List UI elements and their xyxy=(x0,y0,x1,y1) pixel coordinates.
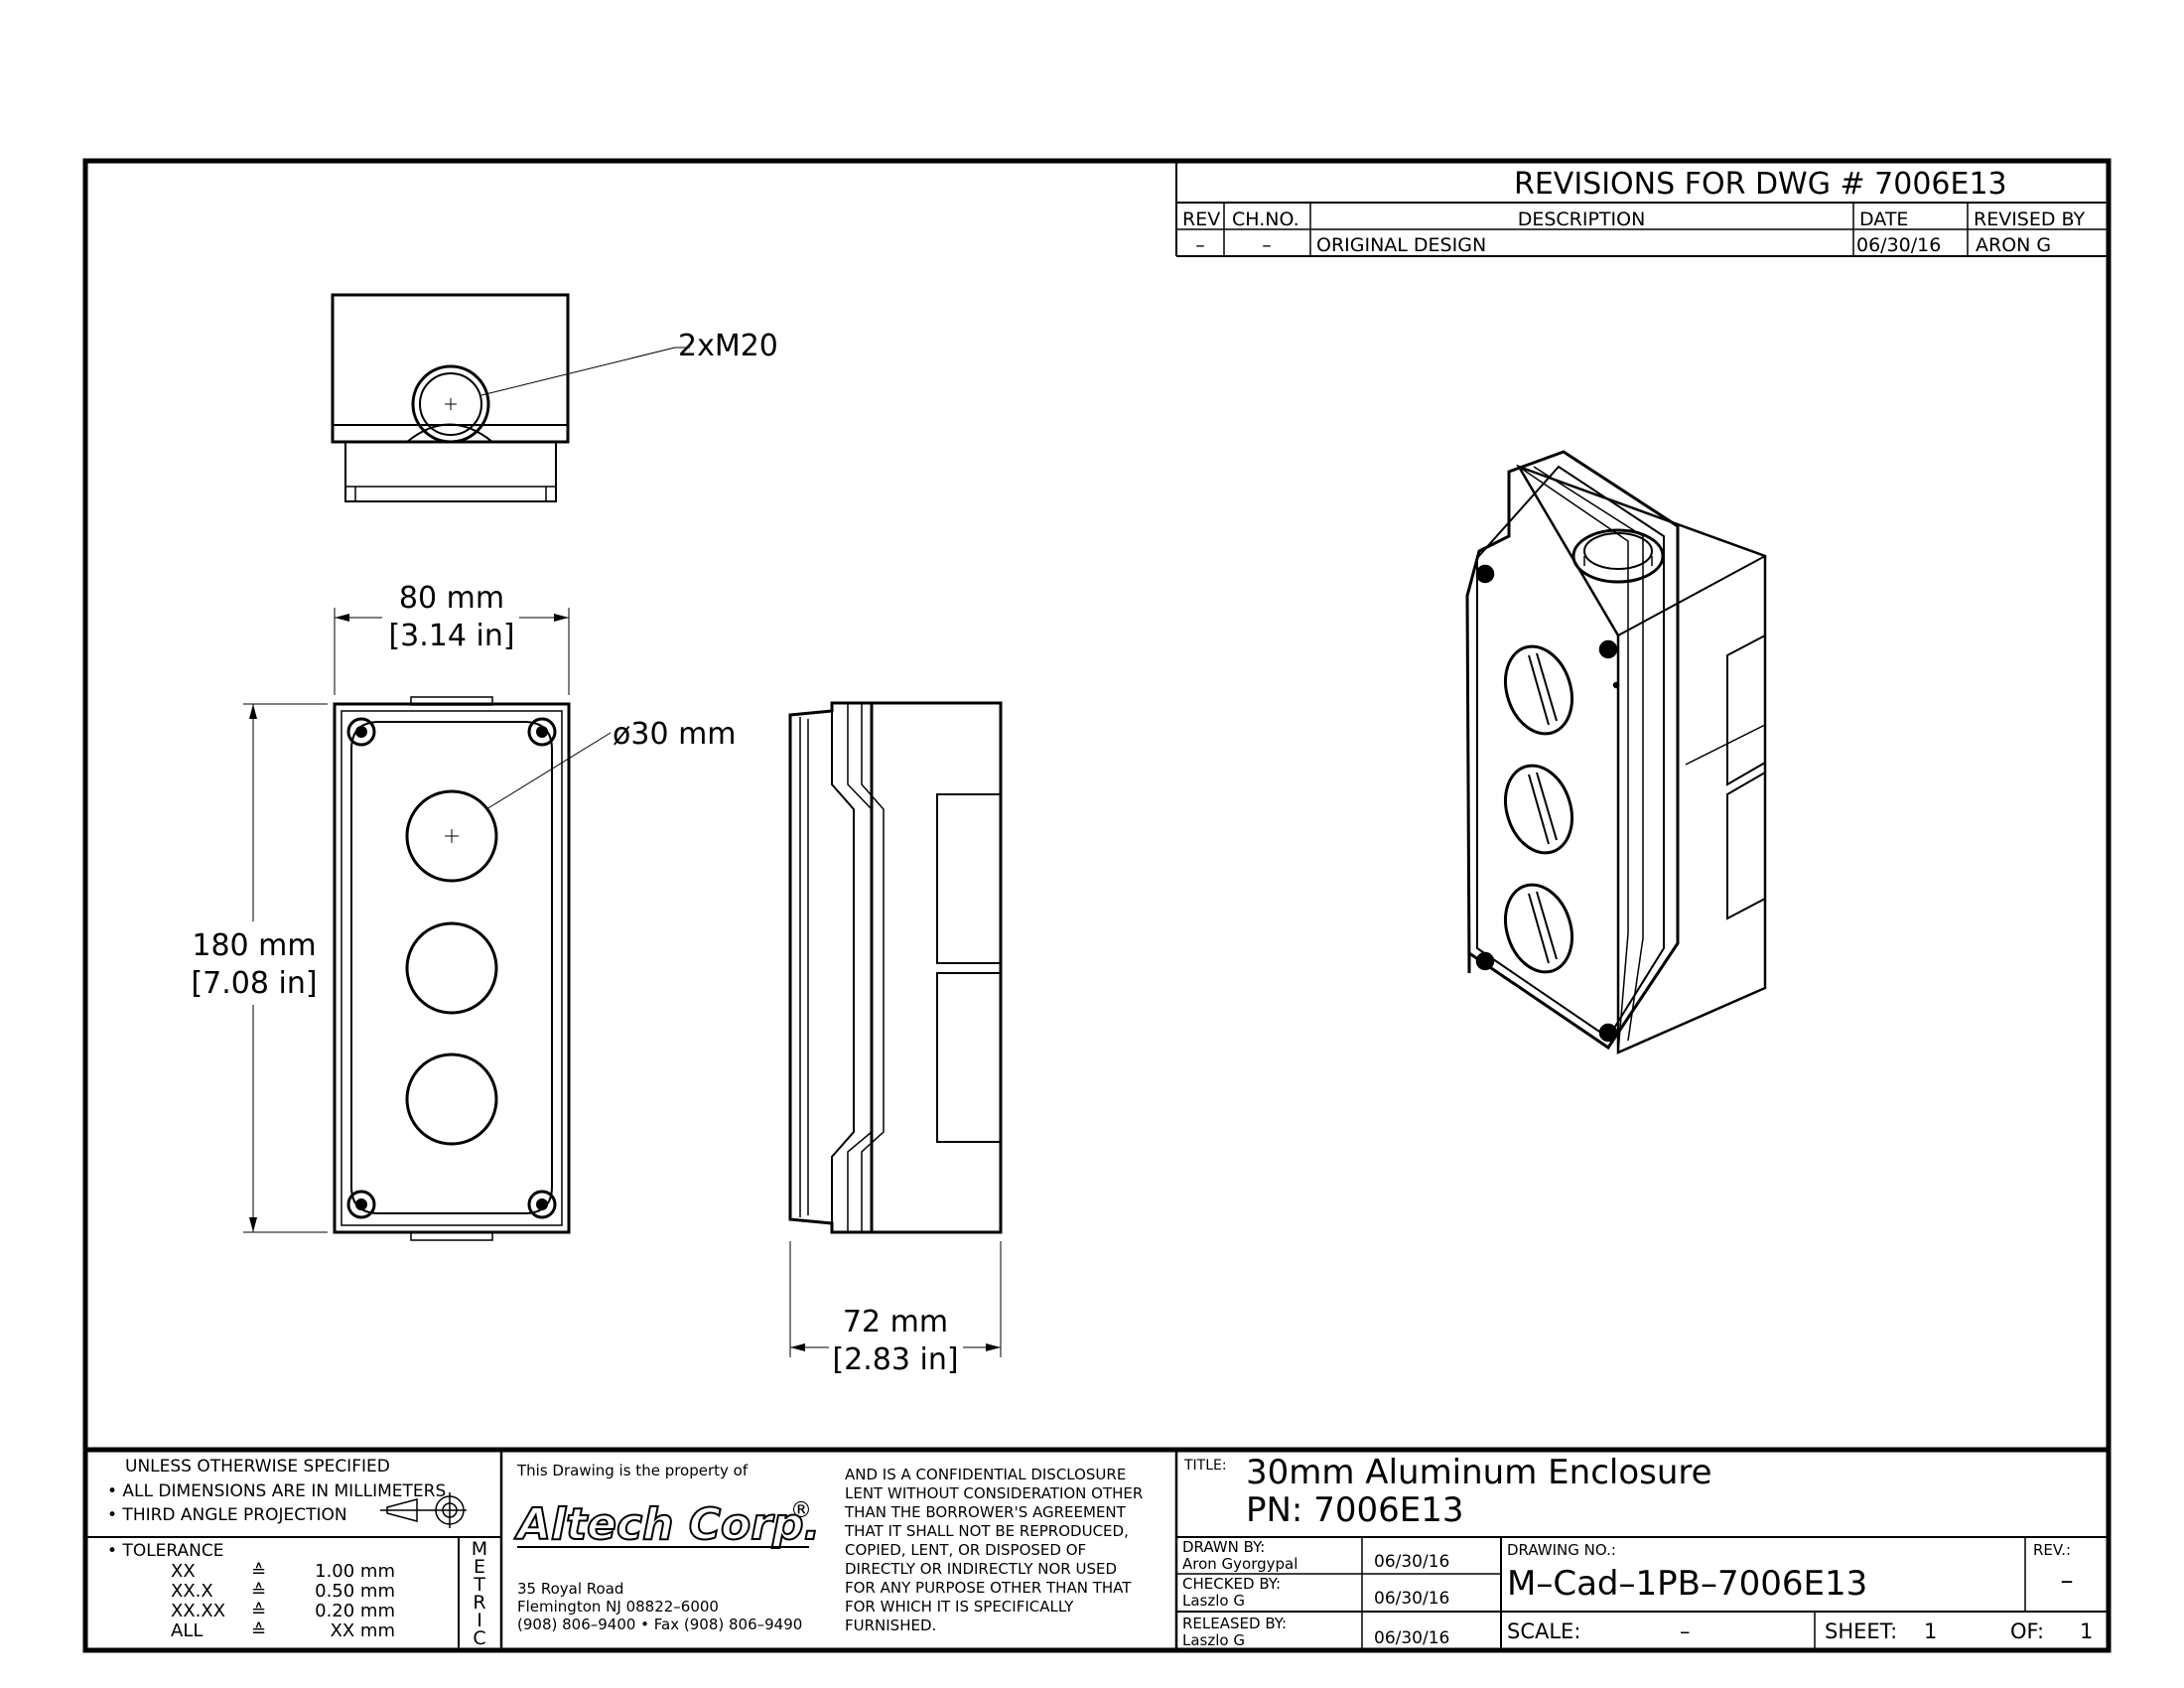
description-header: DESCRIPTION xyxy=(1518,209,1646,230)
title-block-grid xyxy=(85,1447,2109,1650)
disclosure-line: FURNISHED. xyxy=(845,1617,936,1634)
checked-date: 06/30/16 xyxy=(1374,1589,1449,1609)
tol-fmt: XX.X xyxy=(171,1581,213,1602)
checked-by-label: CHECKED BY: xyxy=(1182,1575,1281,1593)
drawn-by-label: DRAWN BY: xyxy=(1182,1538,1265,1556)
of-value: 1 xyxy=(2080,1619,2093,1643)
side-view xyxy=(788,701,1003,1357)
sheet-value: 1 xyxy=(1924,1619,1937,1643)
drawing-no-label: DRAWING NO.: xyxy=(1507,1541,1616,1559)
projection-note: • THIRD ANGLE PROJECTION xyxy=(107,1505,347,1525)
scale-label: SCALE: xyxy=(1507,1619,1580,1643)
tol-fmt: ALL xyxy=(171,1620,203,1641)
disclosure-line: FOR WHICH IT IS SPECIFICALLY xyxy=(845,1598,1074,1616)
tol-sym: ≙ xyxy=(251,1561,266,1582)
revisions-title: REVISIONS FOR DWG # 7006E13 xyxy=(1514,167,2007,202)
tol-sym: ≙ xyxy=(251,1581,266,1602)
height-mm-label: 180 mm xyxy=(192,928,316,963)
drawing-number: M–Cad–1PB–7006E13 xyxy=(1507,1564,1867,1604)
depth-label-bg xyxy=(829,1303,963,1382)
metric-letter: M xyxy=(472,1538,487,1560)
part-number: PN: 7006E13 xyxy=(1246,1490,1463,1530)
rev-header: REV xyxy=(1182,209,1220,230)
rev-label: REV.: xyxy=(2033,1541,2071,1559)
company-logo: Altech Corp. xyxy=(514,1499,820,1550)
title-label: TITLE: xyxy=(1183,1458,1227,1474)
disclosure-line: FOR ANY PURPOSE OTHER THAN THAT xyxy=(845,1579,1132,1597)
tol-fmt: XX xyxy=(171,1561,196,1582)
width-in-label: [3.14 in] xyxy=(388,619,514,653)
unless-note: UNLESS OTHERWISE SPECIFIED xyxy=(125,1457,390,1477)
depth-mm-label: 72 mm xyxy=(843,1305,948,1339)
disclosure-line: AND IS A CONFIDENTIAL DISCLOSURE xyxy=(845,1466,1126,1483)
tol-val: XX mm xyxy=(331,1620,395,1641)
phone-fax: (908) 806–9400 • Fax (908) 806–9490 xyxy=(517,1616,802,1633)
disclosure-line: THAT IT SHALL NOT BE REPRODUCED, xyxy=(844,1522,1129,1540)
height-in-label: [7.08 in] xyxy=(191,966,317,1001)
rev-cell: – xyxy=(1195,234,1205,256)
hole-diameter-callout: ø30 mm xyxy=(613,717,737,752)
tol-sym: ≙ xyxy=(251,1620,266,1641)
revised-by-cell: ARON G xyxy=(1976,234,2051,256)
disclosure-line: DIRECTLY OR INDIRECTLY NOR USED xyxy=(845,1560,1117,1578)
drawing-border xyxy=(82,158,2112,1653)
metric-letter: C xyxy=(473,1627,485,1649)
conduit-callout: 2xM20 xyxy=(678,329,778,363)
of-label: OF: xyxy=(2010,1619,2044,1643)
revised-by-header: REVISED BY xyxy=(1974,209,2086,230)
isometric-view xyxy=(1465,450,1767,1055)
tol-sym: ≙ xyxy=(251,1601,266,1621)
tol-val: 0.50 mm xyxy=(315,1581,395,1602)
released-by-name: Laszlo G xyxy=(1182,1631,1245,1649)
rev-value: – xyxy=(2061,1566,2074,1596)
projection-symbol xyxy=(380,1492,467,1528)
metric-letter: E xyxy=(474,1556,485,1578)
registered-mark: ® xyxy=(790,1498,812,1523)
width-label-bg xyxy=(382,579,519,656)
chno-cell: – xyxy=(1262,234,1272,256)
drawn-date: 06/30/16 xyxy=(1374,1552,1449,1572)
date-cell: 06/30/16 xyxy=(1856,234,1941,256)
metric-letter: I xyxy=(477,1610,482,1631)
disclosure-text: AND IS A CONFIDENTIAL DISCLOSURE LENT WI… xyxy=(844,1466,1143,1634)
disclosure-line: COPIED, LENT, OR DISPOSED OF xyxy=(845,1541,1086,1559)
disclosure-line: THAN THE BORROWER'S AGREEMENT xyxy=(844,1503,1127,1521)
metric-letter: R xyxy=(473,1592,485,1614)
revisions-table xyxy=(1175,161,2109,257)
tolerance-label: • TOLERANCE xyxy=(107,1541,224,1561)
drawing-title: 30mm Aluminum Enclosure xyxy=(1246,1453,1712,1492)
mm-note: • ALL DIMENSIONS ARE IN MILLIMETERS xyxy=(107,1481,446,1501)
tolerance-table: XX ≙ 1.00 mm XX.X ≙ 0.50 mm XX.XX ≙ 0.20… xyxy=(171,1561,395,1641)
tol-fmt: XX.XX xyxy=(171,1601,225,1621)
metric-label: M E T R I C xyxy=(472,1538,487,1649)
height-label-bg xyxy=(191,921,318,1005)
metric-letter: T xyxy=(473,1574,485,1596)
released-date: 06/30/16 xyxy=(1374,1628,1449,1648)
depth-in-label: [2.83 in] xyxy=(832,1342,958,1377)
top-view xyxy=(331,293,690,502)
released-by-label: RELEASED BY: xyxy=(1182,1615,1287,1632)
date-header: DATE xyxy=(1859,209,1908,230)
chno-header: CH.NO. xyxy=(1232,209,1299,230)
disclosure-line: LENT WITHOUT CONSIDERATION OTHER xyxy=(845,1484,1143,1502)
description-cell: ORIGINAL DESIGN xyxy=(1316,234,1486,256)
tol-val: 0.20 mm xyxy=(315,1601,395,1621)
width-mm-label: 80 mm xyxy=(399,581,504,616)
checked-by-name: Laszlo G xyxy=(1182,1592,1245,1610)
tol-val: 1.00 mm xyxy=(315,1561,395,1582)
sheet-label: SHEET: xyxy=(1825,1619,1897,1643)
address-line-2: Flemington NJ 08822–6000 xyxy=(517,1598,719,1616)
scale-value: – xyxy=(1680,1619,1691,1643)
property-of-text: This Drawing is the property of xyxy=(516,1462,749,1479)
address-line-1: 35 Royal Road xyxy=(517,1580,623,1598)
drawn-by-name: Aron Gyorgypal xyxy=(1182,1555,1297,1573)
